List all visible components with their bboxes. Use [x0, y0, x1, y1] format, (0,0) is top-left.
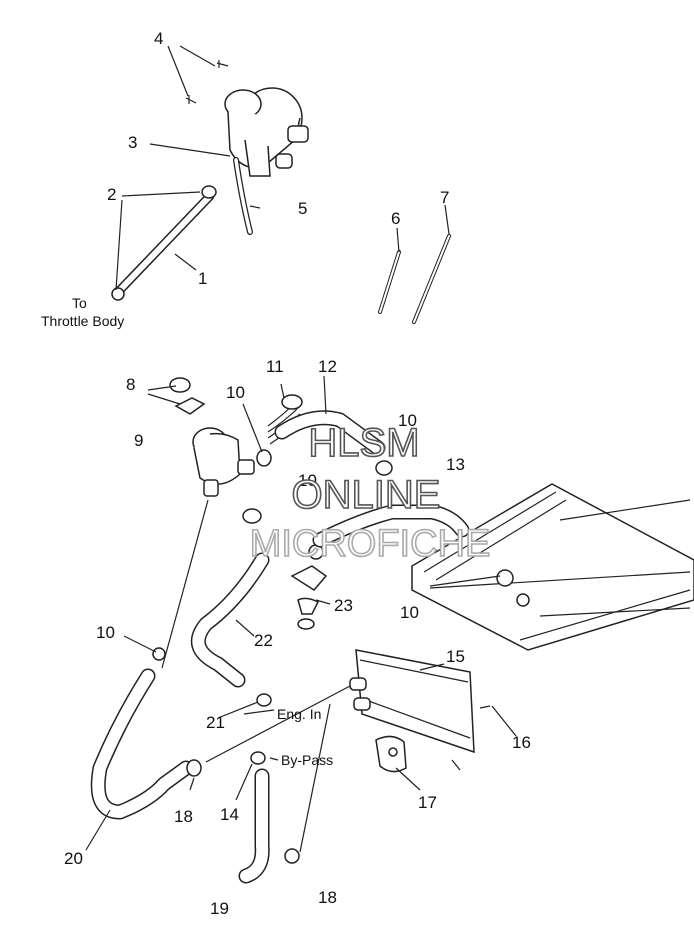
- watermark-line1: HLSM: [308, 421, 419, 465]
- callout-10e: 10: [96, 623, 115, 642]
- callout-10a: 10: [226, 383, 245, 402]
- heat-exchanger-15: [349, 649, 475, 754]
- callout-23: 23: [334, 596, 353, 615]
- reservoir-assembly: [111, 60, 309, 301]
- callout-12: 12: [318, 357, 337, 376]
- callout-10d: 10: [400, 603, 419, 622]
- callout-15: 15: [446, 647, 465, 666]
- callout-17: 17: [418, 793, 437, 812]
- cap-8: [169, 377, 206, 415]
- hose-20: [90, 668, 194, 820]
- thermostat-23: [290, 565, 328, 630]
- reservoir-9: [192, 427, 255, 497]
- callout-22: 22: [254, 631, 273, 650]
- label-eng-in: Eng. In: [277, 706, 321, 722]
- callout-6: 6: [391, 209, 400, 228]
- callout-1: 1: [198, 269, 207, 288]
- hose-22: [190, 552, 270, 688]
- callout-21: 21: [206, 713, 225, 732]
- watermark-line2: ONLINE: [292, 473, 441, 517]
- hose-13: [312, 504, 470, 548]
- hose-6: [378, 250, 401, 314]
- watermark-line3: MICROFICHE: [250, 523, 491, 565]
- callout-3: 3: [128, 133, 137, 152]
- callout-7: 7: [440, 188, 449, 207]
- callout-18b: 18: [318, 888, 337, 907]
- label-to: To: [72, 295, 87, 311]
- leader-lines: [85, 45, 517, 853]
- callout-10b: 10: [398, 411, 417, 430]
- hose-7: [412, 234, 451, 324]
- callout-18a: 18: [174, 807, 193, 826]
- callout-11: 11: [266, 357, 284, 376]
- hose-12: [274, 410, 386, 456]
- callout-10c: 10: [298, 471, 317, 490]
- callout-14: 14: [220, 805, 239, 824]
- spring-11: [267, 394, 303, 445]
- callout-9: 9: [134, 431, 143, 450]
- callout-19: 19: [210, 899, 229, 918]
- callout-8: 8: [126, 375, 135, 394]
- callout-4: 4: [154, 29, 163, 48]
- mount-17: [375, 735, 407, 773]
- callout-20: 20: [64, 849, 83, 868]
- label-throttle-body: Throttle Body: [41, 313, 124, 329]
- frame-rail-13: [411, 483, 694, 651]
- callout-16: 16: [512, 733, 531, 752]
- callout-5: 5: [298, 199, 307, 218]
- callout-13: 13: [446, 455, 465, 474]
- callout-2: 2: [107, 185, 116, 204]
- hose-19: [238, 768, 270, 884]
- label-by-pass: By-Pass: [281, 752, 333, 768]
